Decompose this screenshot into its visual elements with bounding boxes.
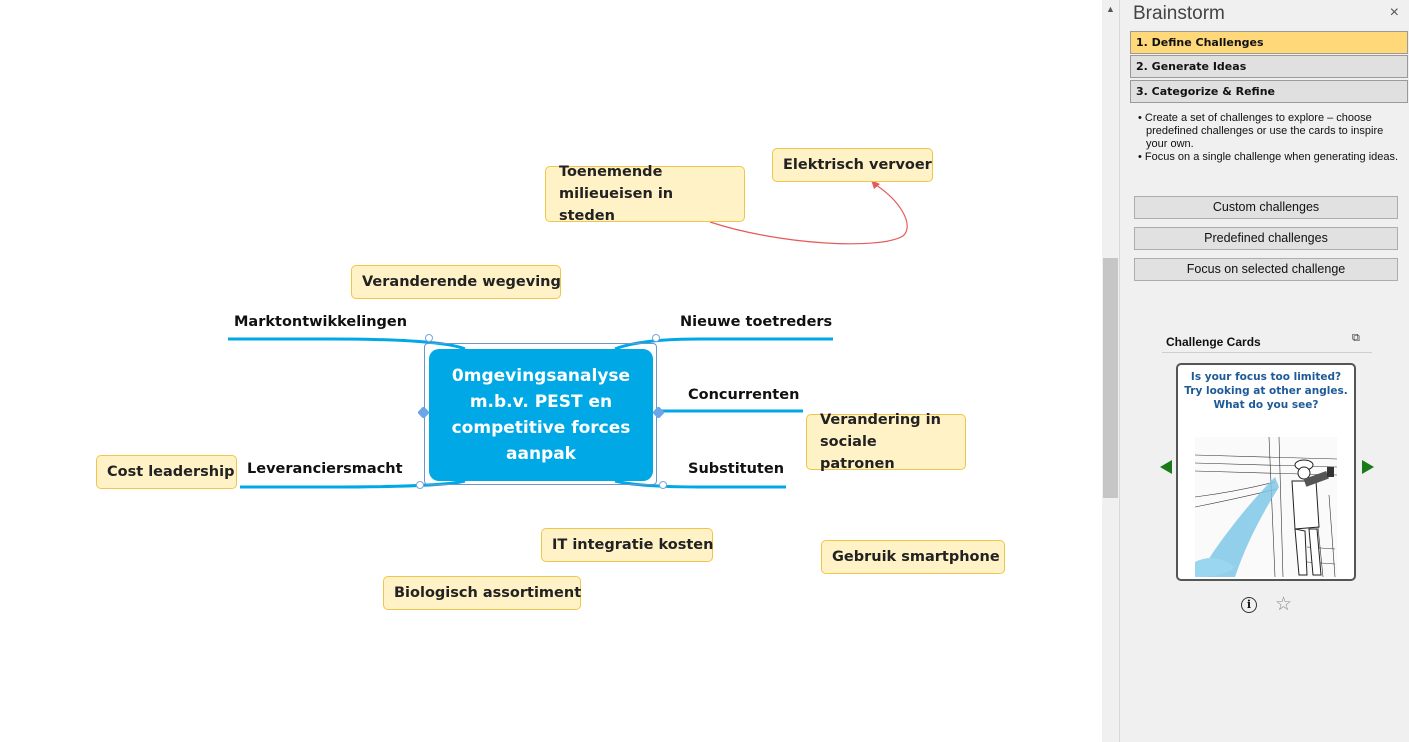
info-icon[interactable]: i — [1241, 597, 1257, 613]
topic-nieuwe-toetreders[interactable]: Nieuwe toetreders — [680, 314, 833, 330]
focus-selected-challenge-button[interactable]: Focus on selected challenge — [1134, 258, 1398, 281]
description-bullet: • Create a set of challenges to explore … — [1138, 112, 1384, 150]
step-description: • Create a set of challenges to explore … — [1138, 112, 1400, 164]
description-bullet: • Focus on a single challenge when gener… — [1138, 151, 1399, 163]
custom-challenges-button[interactable]: Custom challenges — [1134, 196, 1398, 219]
challenge-card[interactable]: Is your focus too limited? Try looking a… — [1176, 363, 1356, 581]
floating-topic-label: Biologisch assortiment — [394, 585, 582, 601]
topic-marktontwikkelingen[interactable]: Marktontwikkelingen — [234, 314, 408, 330]
floating-topic-label: Gebruik smartphone — [832, 549, 1000, 565]
central-topic-text: 0mgevingsanalyse m.b.v. PEST en competit… — [451, 366, 631, 464]
step-define-challenges[interactable]: 1. Define Challenges — [1130, 31, 1408, 54]
floating-topic-verandering-sociale-patronen[interactable]: Verandering in sociale patronen — [806, 412, 966, 472]
topic-leveranciersmacht[interactable]: Leveranciersmacht — [247, 461, 403, 477]
branch-anchor — [652, 334, 660, 342]
floating-topic-biologisch-assortiment[interactable]: Biologisch assortiment — [383, 576, 581, 610]
brainstorm-panel: Brainstorm × 1. Define Challenges 2. Gen… — [1119, 0, 1409, 742]
challenge-cards-title: Challenge Cards — [1166, 335, 1261, 349]
step-generate-ideas[interactable]: 2. Generate Ideas — [1130, 55, 1408, 78]
popout-icon[interactable]: ⧉ — [1352, 332, 1360, 344]
floating-topic-label: Elektrisch vervoer — [783, 157, 932, 173]
topic-substituten[interactable]: Substituten — [688, 461, 785, 477]
floating-topic-cost-leadership[interactable]: Cost leadership — [96, 455, 237, 489]
previous-card-arrow-icon[interactable] — [1160, 460, 1172, 474]
floating-topic-it-integratie-kosten[interactable]: IT integratie kosten — [541, 528, 713, 562]
branch-anchor — [425, 334, 433, 342]
floating-topic-label: Verandering in sociale patronen — [820, 412, 941, 472]
floating-topic-veranderende-wegeving[interactable]: Veranderende wegeving — [351, 265, 561, 299]
challenge-card-text: Is your focus too limited? Try looking a… — [1184, 371, 1348, 411]
star-icon[interactable]: ☆ — [1275, 594, 1293, 615]
step-categorize-refine[interactable]: 3. Categorize & Refine — [1130, 80, 1408, 103]
central-topic[interactable]: 0mgevingsanalyse m.b.v. PEST en competit… — [429, 349, 653, 481]
vertical-scrollbar[interactable]: ▲ — [1102, 0, 1119, 742]
panel-title: Brainstorm — [1133, 3, 1225, 24]
floating-topic-label: IT integratie kosten — [552, 537, 714, 553]
floating-topic-label: Toenemende milieueisen in steden — [559, 164, 674, 224]
man-with-telescope-illustration — [1195, 437, 1337, 577]
predefined-challenges-button[interactable]: Predefined challenges — [1134, 227, 1398, 250]
floating-topic-elektrisch-vervoer[interactable]: Elektrisch vervoer — [772, 148, 933, 182]
floating-topic-gebruik-smartphone[interactable]: Gebruik smartphone — [821, 540, 1005, 574]
scroll-thumb[interactable] — [1103, 258, 1118, 498]
floating-topic-label: Veranderende wegeving — [362, 274, 561, 290]
close-icon[interactable]: × — [1389, 4, 1399, 21]
floating-topic-label: Cost leadership — [107, 464, 235, 480]
floating-topic-toenemende-milieueisen[interactable]: Toenemende milieueisen in steden — [545, 164, 745, 224]
branch-anchor — [416, 481, 424, 489]
mindmap-canvas[interactable]: 0mgevingsanalyse m.b.v. PEST en competit… — [0, 0, 1102, 742]
branch-anchor — [659, 481, 667, 489]
divider — [1162, 352, 1372, 353]
topic-concurrenten[interactable]: Concurrenten — [688, 387, 800, 403]
next-card-arrow-icon[interactable] — [1362, 460, 1374, 474]
scroll-up-icon[interactable]: ▲ — [1106, 4, 1115, 14]
